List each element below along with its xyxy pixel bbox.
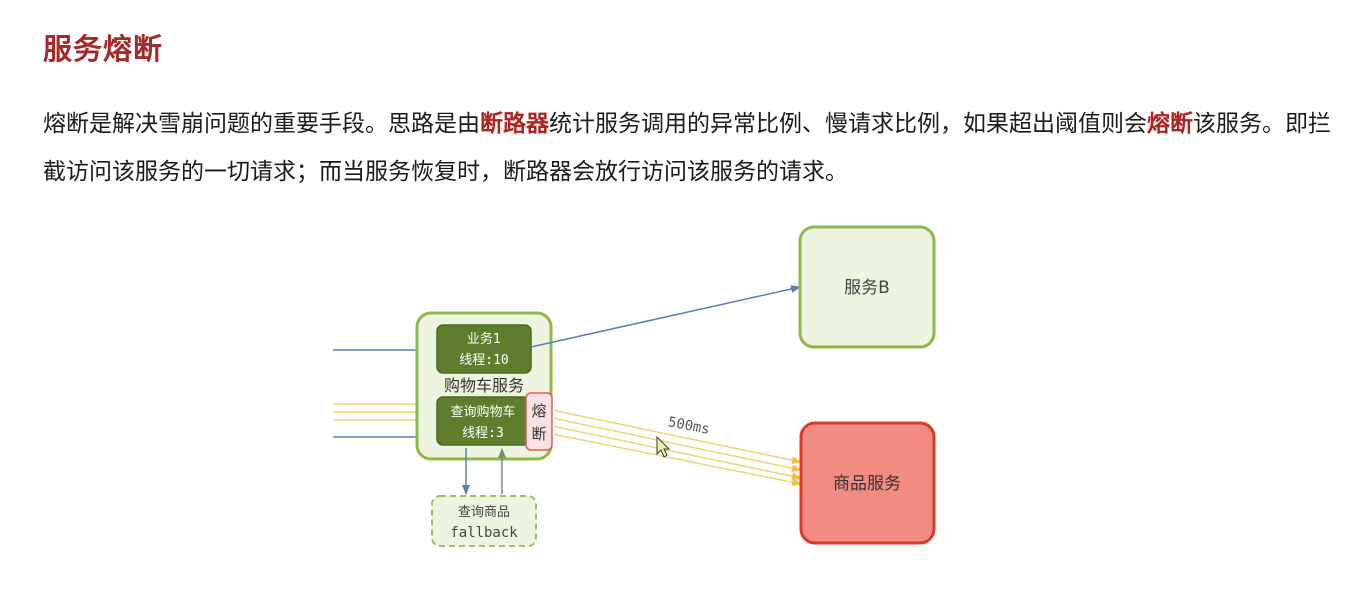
yellow-arrow-to-product-4 — [551, 433, 802, 487]
business1-label: 业务1 — [467, 331, 501, 347]
highlight-circuit-breaker: 断路器 — [480, 111, 549, 137]
query-cart-threads: 线程:3 — [462, 426, 504, 441]
paragraph-text-1: 熔断是解决雪崩问题的重要手段。思路是由 — [43, 111, 480, 137]
breaker-char-2: 断 — [531, 425, 546, 443]
query-cart-label: 查询购物车 — [450, 404, 515, 420]
breaker-char-1: 熔 — [531, 402, 546, 420]
latency-label: 500ms — [667, 414, 711, 438]
description-paragraph: 熔断是解决雪崩问题的重要手段。思路是由断路器统计服务调用的异常比例、慢请求比例，… — [43, 100, 1348, 196]
business1-box — [436, 324, 532, 374]
yellow-arrow-to-product-1 — [551, 409, 802, 465]
product-service-label: 商品服务 — [833, 474, 901, 494]
fallback-label: 查询商品 — [458, 505, 510, 520]
service-b-label: 服务B — [844, 278, 890, 298]
mouse-cursor-icon — [656, 435, 671, 458]
business1-threads: 线程:10 — [459, 353, 508, 368]
page-title: 服务熔断 — [43, 32, 164, 66]
paragraph-text-3: 该服务。即拦截访问该服务的一切请求；而当服务恢复时，断路器会放行访问该服务的请求… — [43, 111, 1331, 185]
yellow-arrow-to-product-3 — [551, 425, 802, 481]
breaker-badge — [525, 392, 553, 451]
fallback-sublabel: fallback — [450, 525, 518, 541]
fallback-box — [431, 495, 537, 547]
cart-service-label: 购物车服务 — [444, 376, 524, 395]
yellow-arrow-to-product-2 — [551, 417, 802, 473]
product-service-box — [799, 421, 936, 545]
highlight-fuse: 熔断 — [1147, 111, 1193, 137]
arrow-to-service-b — [530, 285, 801, 348]
service-b-box — [798, 225, 936, 349]
paragraph-text-2: 统计服务调用的异常比例、慢请求比例，如果超出阈值则会 — [549, 111, 1147, 137]
